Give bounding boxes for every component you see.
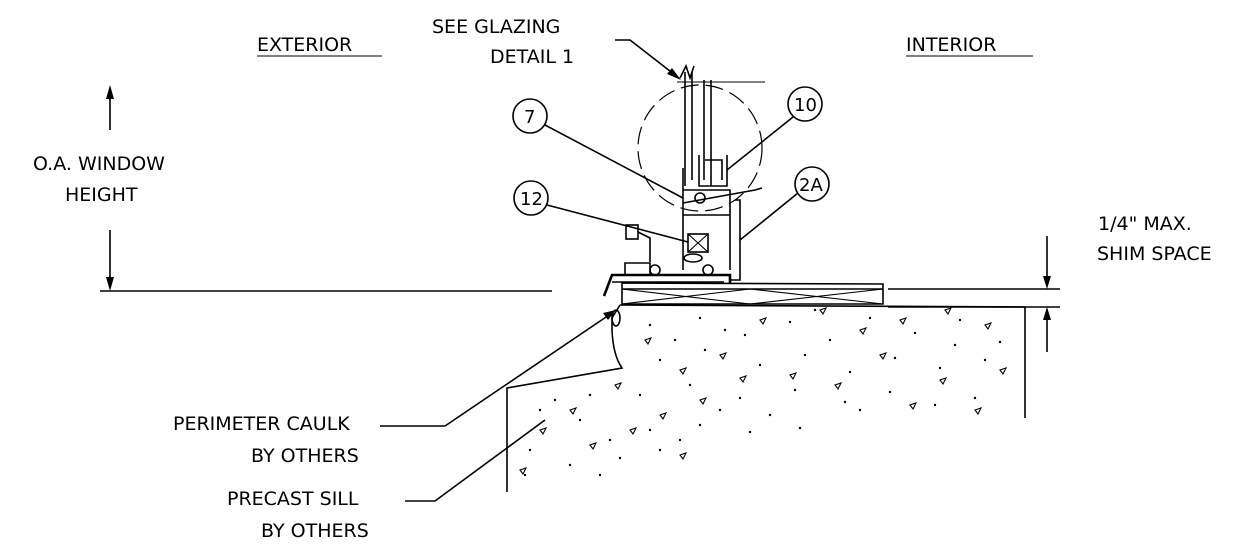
- oa-window-height-label-line1: O.A. WINDOW: [33, 153, 165, 175]
- svg-text:2A: 2A: [799, 175, 823, 196]
- exterior-label: EXTERIOR: [257, 34, 352, 56]
- concrete-aggregate-pattern: [519, 307, 1008, 476]
- callout-12: 12: [513, 180, 689, 243]
- perimeter-caulk-leader: [380, 309, 621, 427]
- perimeter-caulk-label-line1: PERIMETER CAULK: [173, 413, 350, 435]
- shim-block: [621, 282, 884, 305]
- svg-text:7: 7: [524, 107, 535, 128]
- callout-10: 10: [726, 86, 823, 171]
- shim-space-label-line2: SHIM SPACE: [1097, 243, 1212, 265]
- precast-sill: [506, 304, 1026, 492]
- precast-sill-label-line1: PRECAST SILL: [227, 488, 359, 510]
- see-glazing-leader: [615, 39, 681, 80]
- callout-2a: 2A: [739, 166, 830, 241]
- svg-text:10: 10: [794, 95, 817, 116]
- precast-sill-leader: [405, 419, 546, 502]
- callout-7: 7: [512, 98, 684, 199]
- oa-window-height-label-line2: HEIGHT: [65, 184, 138, 206]
- shim-space-label-line1: 1/4" MAX.: [1098, 213, 1192, 235]
- shim-space-dimension: [888, 236, 1060, 352]
- concrete-stipple-pattern: [523, 308, 1002, 477]
- precast-sill-label-line2: BY OTHERS: [261, 520, 369, 542]
- see-glazing-label-line2: DETAIL 1: [490, 46, 574, 68]
- window-frame: [602, 63, 765, 297]
- oa-height-dimension: [100, 85, 552, 292]
- svg-text:12: 12: [520, 189, 543, 210]
- perimeter-caulk-label-line2: BY OTHERS: [251, 445, 359, 467]
- glazing-detail-circle: [637, 84, 763, 212]
- interior-label: INTERIOR: [906, 34, 996, 56]
- see-glazing-label-line1: SEE GLAZING: [432, 16, 560, 38]
